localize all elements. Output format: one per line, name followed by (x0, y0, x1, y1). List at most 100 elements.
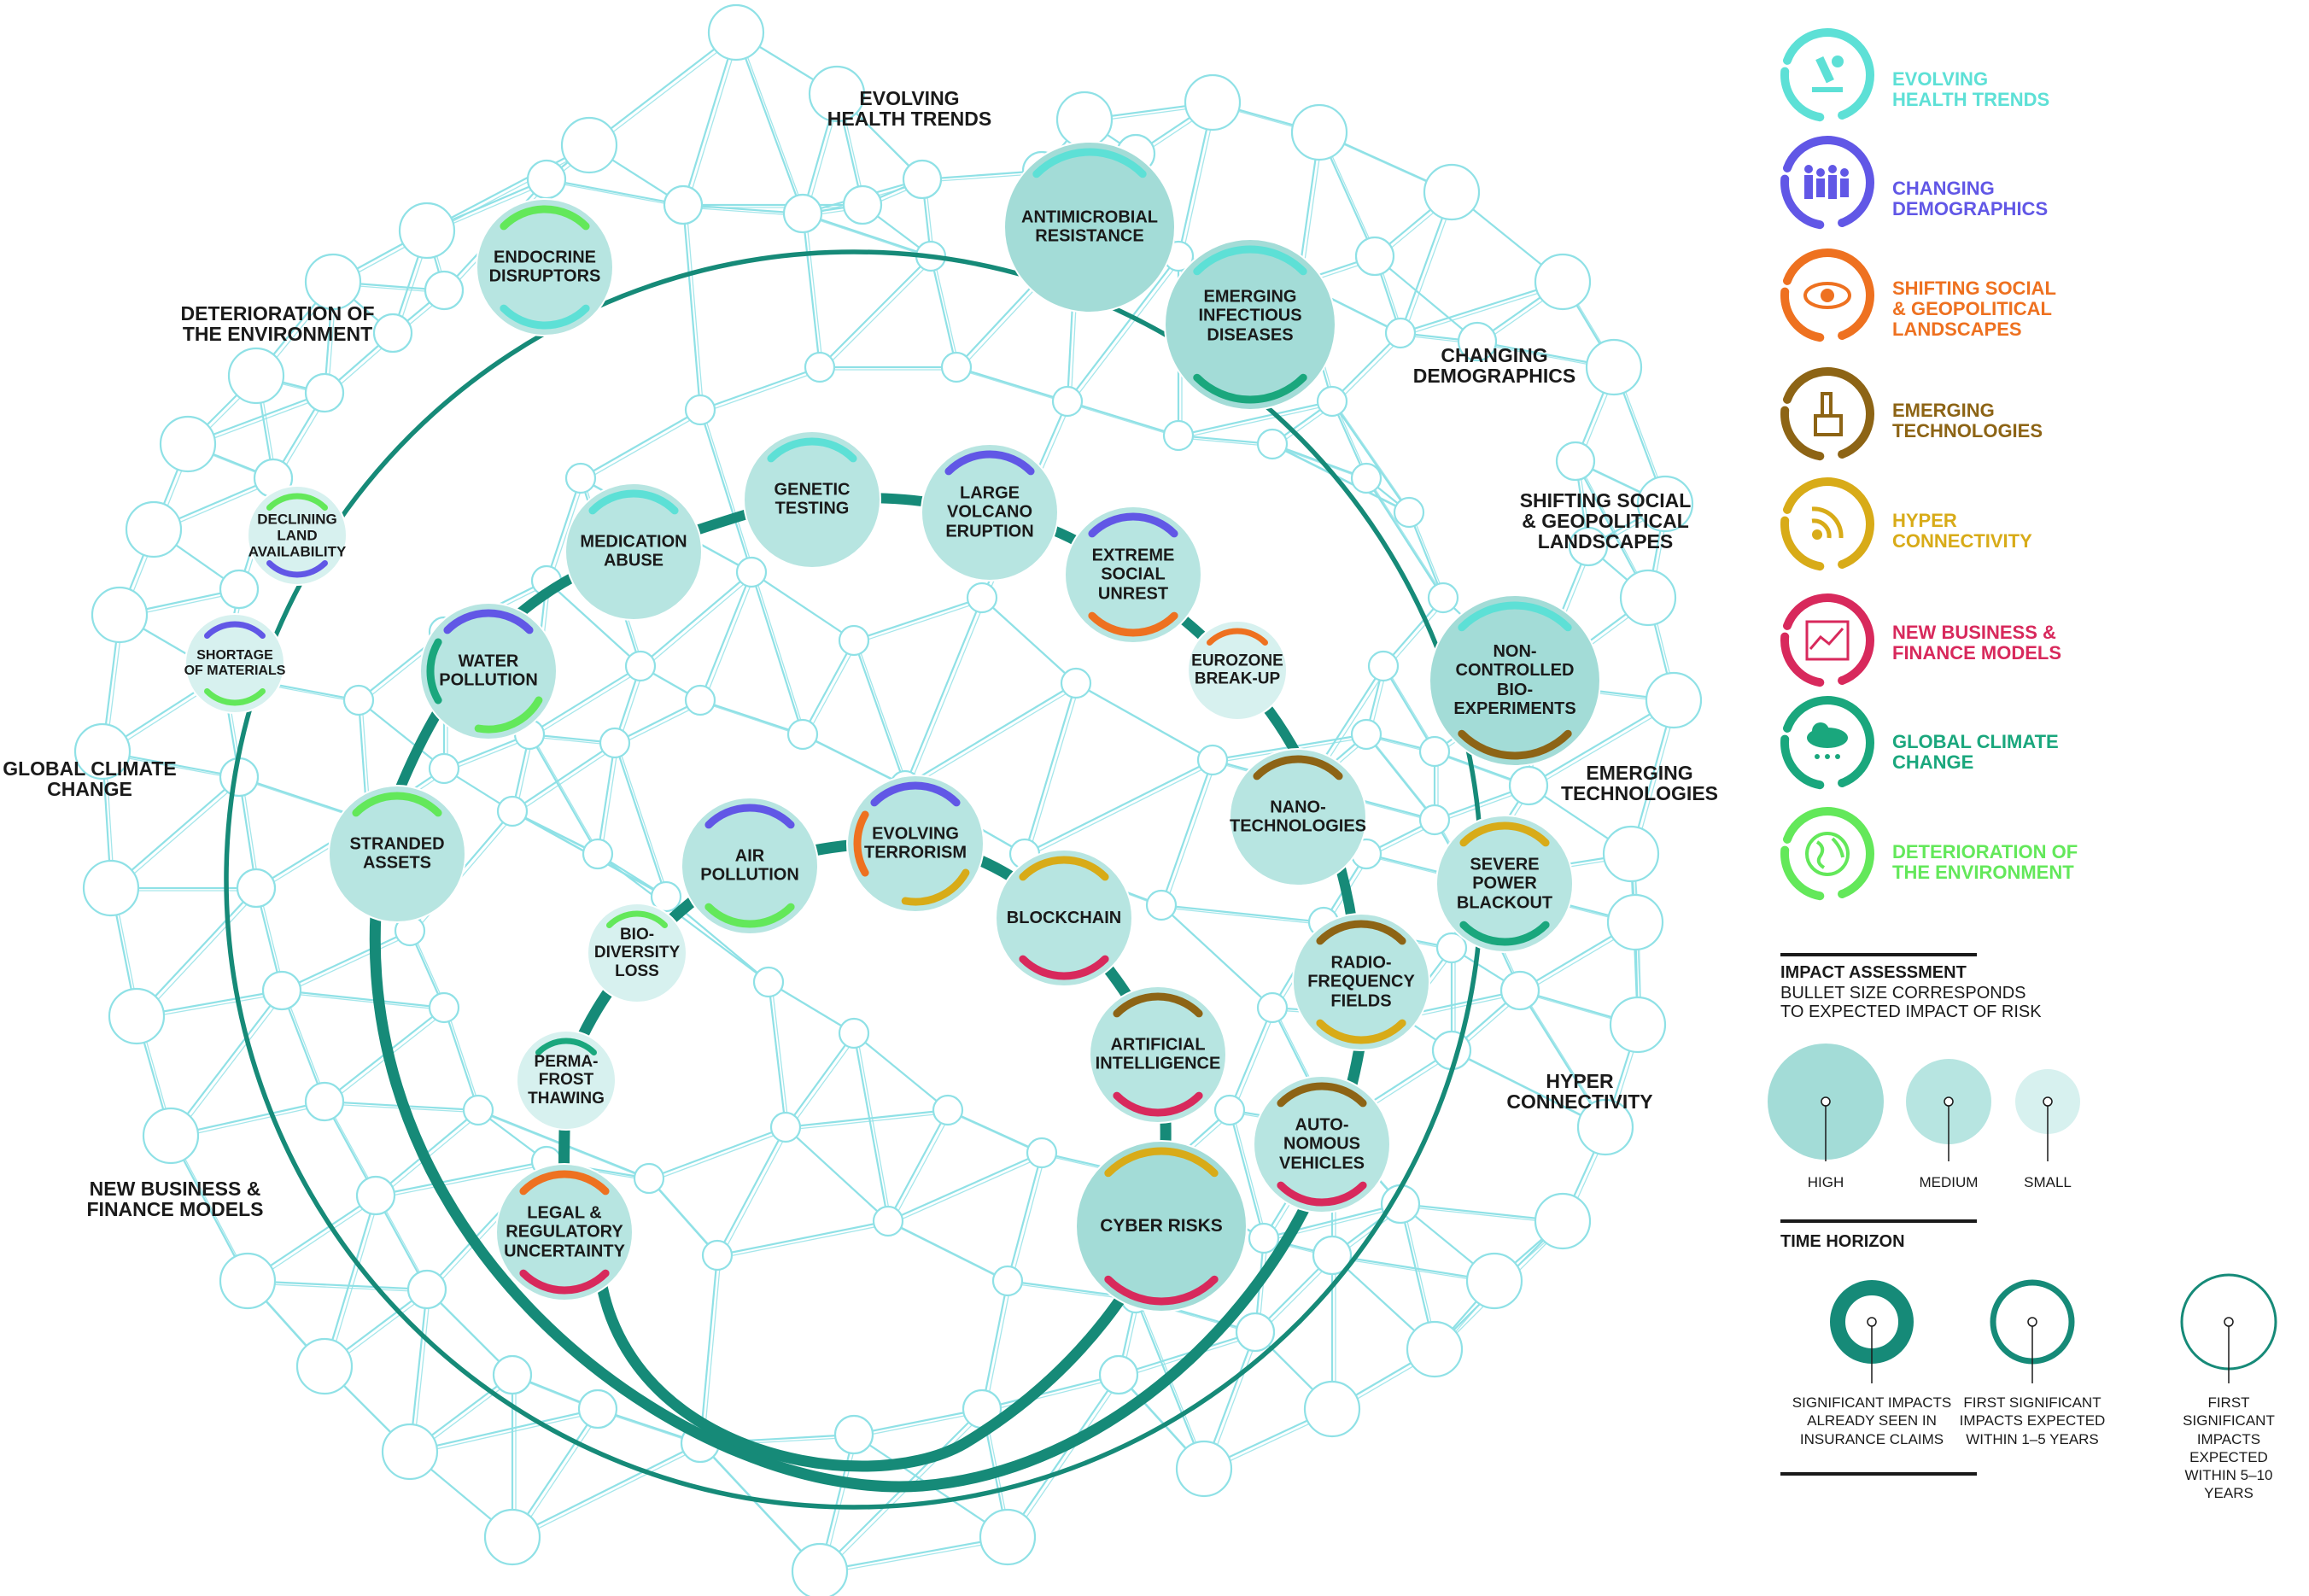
risk-label-terrorism[interactable]: EVOLVING TERRORISM (864, 824, 967, 862)
risk-label-unrest[interactable]: EXTREME SOCIAL UNREST (1091, 546, 1175, 604)
legend-label-health: EVOLVING HEALTH TRENDS (1892, 68, 2050, 111)
risk-label-shortage[interactable]: SHORTAGE OF MATERIALS (184, 648, 286, 678)
risk-label-cyber[interactable]: CYBER RISKS (1100, 1216, 1223, 1236)
network-edge (588, 32, 737, 146)
network-node (769, 1111, 802, 1143)
risk-label-land[interactable]: DECLINING LAND AVAILABILITY (248, 511, 347, 560)
network-edge-shadow (643, 574, 756, 669)
risk-arc-climate (1193, 373, 1307, 404)
network-edge-shadow (856, 642, 909, 789)
risk-arc-finance (1104, 1275, 1219, 1306)
network-edge-shadow (1027, 685, 1080, 857)
network-edge (136, 887, 257, 1017)
network-edge (929, 255, 958, 368)
network-edge (801, 213, 821, 368)
legend-label-environment: DETERIORATION OF THE ENVIRONMENT (1892, 841, 2078, 884)
impact-subtitle: BULLET SIZE CORRESPONDS TO EXPECTED IMPA… (1780, 984, 2042, 1021)
network-node (582, 838, 614, 870)
legend-label-hyper: HYPER CONNECTIVITY (1892, 510, 2032, 552)
network-node (1162, 419, 1195, 452)
network-edge (699, 699, 804, 736)
risk-label-volcano[interactable]: LARGE VOLCANO ERUPTION (945, 483, 1034, 541)
risk-arc-hyper (1316, 1019, 1406, 1044)
microscope-ring (1783, 28, 1874, 120)
risk-arc-tech (1113, 992, 1203, 1018)
network-node (1534, 1192, 1592, 1250)
network-edge-shadow (592, 34, 740, 149)
outer-label-demographics: CHANGING DEMOGRAPHICS (1412, 344, 1576, 388)
network-edge-shadow (250, 1283, 431, 1293)
risk-label-blackout[interactable]: SEVERE POWER BLACKOUT (1456, 855, 1553, 913)
network-edge (1382, 665, 1435, 752)
network-edge-shadow (985, 1283, 1012, 1412)
risk-label-legal[interactable]: LEGAL & REGULATORY UNCERTAINTY (504, 1203, 625, 1261)
risk-arc-finance (519, 1269, 610, 1295)
risk-arc-environment (606, 910, 668, 928)
risk-label-medication[interactable]: MEDICATION ABUSE (580, 532, 687, 570)
risk-label-air[interactable]: AIR POLLUTION (700, 846, 799, 885)
network-edge-shadow (822, 1411, 986, 1575)
risk-node-ai (1089, 985, 1227, 1124)
risk-arc-finance (1019, 955, 1109, 980)
risk-label-permafrost[interactable]: PERMA- FROST THAWING (528, 1053, 605, 1108)
network-node (842, 184, 883, 225)
impact-bubble-small-dot (2043, 1096, 2053, 1107)
risk-label-amr[interactable]: ANTIMICROBIAL RESISTANCE (1021, 208, 1158, 246)
risk-label-endocrine[interactable]: ENDOCRINE DISRUPTORS (488, 248, 601, 286)
network-edge (852, 1032, 890, 1222)
time-horizon-ring-main (369, 913, 1372, 1493)
risk-label-nano[interactable]: NANO- TECHNOLOGIES (1229, 798, 1367, 836)
network-edge-shadow (703, 1257, 722, 1447)
risk-node-shortage (184, 613, 285, 714)
network-node (1423, 163, 1481, 221)
rain-cloud-icon (1807, 722, 1848, 759)
risk-label-infectious[interactable]: EMERGING INFECTIOUS DISEASES (1198, 287, 1302, 345)
network-node (1508, 765, 1549, 806)
risk-label-autonomous[interactable]: AUTO- NOMOUS VEHICLES (1278, 1115, 1365, 1173)
network-edge (1451, 1049, 1606, 1128)
risk-label-stranded[interactable]: STRANDED ASSETS (349, 834, 445, 873)
network-node (752, 966, 785, 998)
outer-label-technologies: EMERGING TECHNOLOGIES (1560, 762, 1718, 805)
network-node (424, 270, 465, 311)
risk-label-biodiversity[interactable]: BIO- DIVERSITY LOSS (593, 926, 681, 980)
network-node (804, 351, 836, 383)
time-ring-1-5-years-dot (2027, 1317, 2037, 1327)
risk-label-genetic[interactable]: GENETIC TESTING (774, 480, 851, 518)
network-edge (640, 571, 752, 667)
network-node (624, 650, 657, 682)
network-node (73, 722, 132, 780)
network-edge (1075, 682, 1213, 761)
network-node (833, 1414, 874, 1455)
risk-label-rf[interactable]: RADIO- FREQUENCY FIELDS (1307, 953, 1415, 1011)
network-edge-shadow (515, 1445, 704, 1540)
network-node (1435, 932, 1468, 964)
network-edge (1178, 434, 1273, 446)
network-node (684, 684, 716, 716)
network-edge (734, 32, 804, 214)
risk-label-ai[interactable]: ARTIFICIAL INTELLIGENCE (1095, 1035, 1221, 1073)
outer-label-health: EVOLVING HEALTH TRENDS (827, 87, 992, 131)
network-edge-shadow (805, 642, 858, 738)
risk-label-blockchain[interactable]: BLOCKCHAIN (1006, 908, 1122, 927)
network-edge (1271, 443, 1410, 513)
network-edge-shadow (720, 1129, 790, 1259)
network-edge-shadow (720, 1223, 892, 1259)
risk-label-eurozone[interactable]: EUROZONE BREAK-UP (1191, 652, 1283, 688)
network-edge-shadow (1070, 258, 1183, 405)
network-edge-shadow (173, 1103, 329, 1139)
network-edge-shadow (788, 1129, 892, 1225)
network-edge (613, 742, 668, 897)
risk-arc-environment (204, 688, 266, 706)
network-edge (767, 981, 787, 1128)
network-edge (699, 1254, 719, 1444)
network-node (125, 500, 183, 558)
risk-label-water[interactable]: WATER POLLUTION (439, 652, 538, 690)
network-node (1645, 671, 1703, 729)
risk-node-eurozone (1187, 620, 1288, 721)
risk-node-amr (1003, 141, 1176, 313)
globe-ring (1783, 807, 1874, 898)
risk-label-nc-bio[interactable]: NON- CONTROLLED BIO- EXPERIMENTS (1453, 642, 1576, 719)
time-ring-5-10-years-dot (2224, 1317, 2234, 1327)
network-edge-shadow (686, 34, 740, 208)
